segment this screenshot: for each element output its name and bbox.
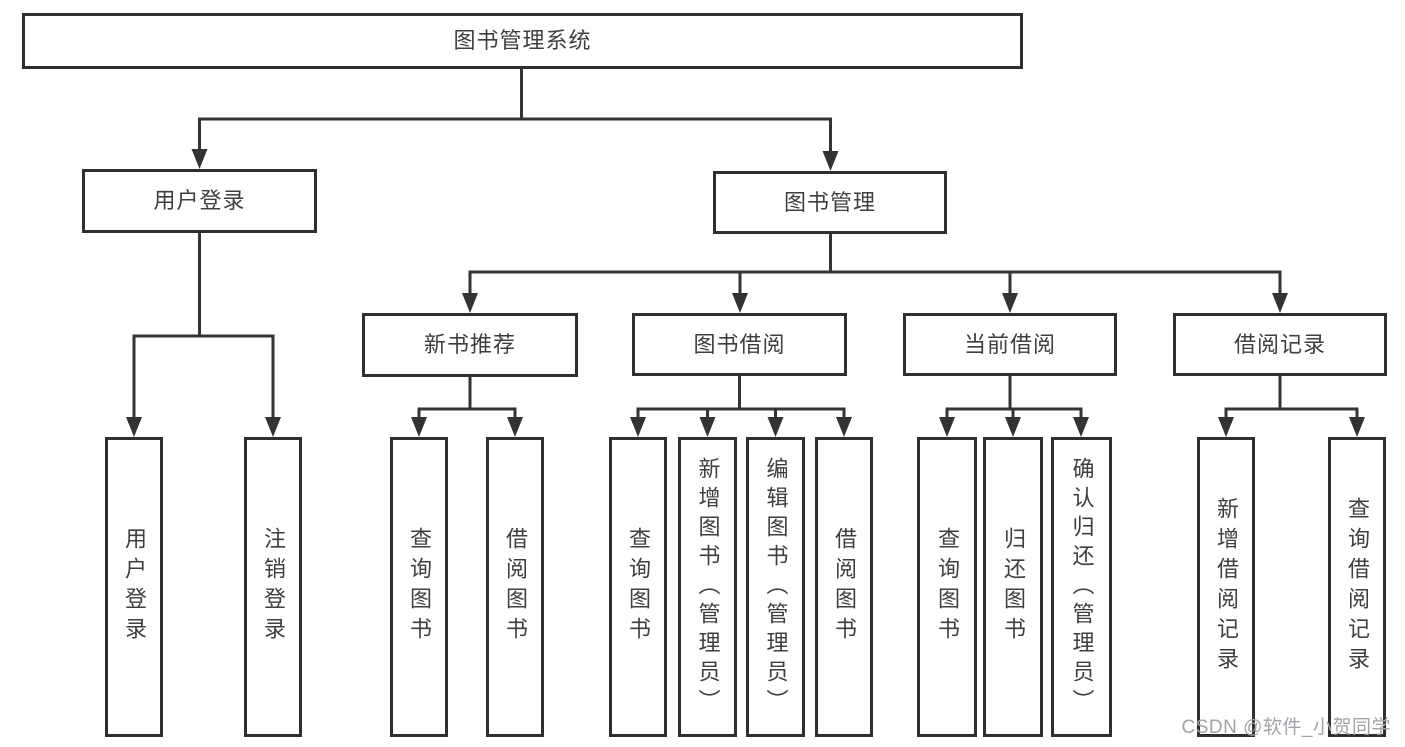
leaf-query-borrow-record-label: 查询借阅记录 <box>1345 497 1370 677</box>
leaf-add-book-admin-label: 新增图书（管理员） <box>695 456 721 718</box>
leaf-borrow-book-lend-label: 借阅图书 <box>832 527 857 647</box>
leaf-add-borrow-record-label: 新增借阅记录 <box>1214 497 1239 677</box>
node-borrow-record-label: 借阅记录 <box>1233 331 1326 357</box>
node-user-login: 用户登录 <box>82 169 317 233</box>
node-new-book-recommend: 新书推荐 <box>362 313 578 377</box>
node-new-book-recommend-label: 新书推荐 <box>423 332 516 357</box>
leaf-query-book-current-label: 查询图书 <box>935 527 960 647</box>
leaf-add-book-admin: 新增图书（管理员） <box>678 437 737 737</box>
leaf-borrow-book-recommend: 借阅图书 <box>486 437 544 737</box>
leaf-return-book-label: 归还图书 <box>1001 527 1026 647</box>
node-root-label: 图书管理系统 <box>453 28 592 53</box>
leaf-add-borrow-record: 新增借阅记录 <box>1197 437 1255 737</box>
leaf-return-book: 归还图书 <box>983 437 1043 737</box>
watermark: CSDN @软件_小贺同学 <box>1181 717 1391 738</box>
leaf-edit-book-admin-label: 编辑图书（管理员） <box>763 456 789 718</box>
leaf-logout: 注销登录 <box>244 437 302 737</box>
leaf-logout-label: 注销登录 <box>261 527 286 647</box>
leaf-query-borrow-record: 查询借阅记录 <box>1328 437 1386 737</box>
leaf-query-book-borrow-label: 查询图书 <box>626 527 651 647</box>
leaf-user-login: 用户登录 <box>105 437 163 737</box>
node-book-management: 图书管理 <box>713 171 947 234</box>
leaf-borrow-book-lend: 借阅图书 <box>815 437 873 737</box>
leaf-edit-book-admin: 编辑图书（管理员） <box>746 437 805 737</box>
node-user-login-label: 用户登录 <box>153 188 246 213</box>
leaf-confirm-return-admin: 确认归还（管理员） <box>1051 437 1112 737</box>
leaf-query-book-recommend: 查询图书 <box>390 437 448 737</box>
node-root: 图书管理系统 <box>22 13 1023 69</box>
node-book-borrow: 图书借阅 <box>632 313 847 376</box>
node-book-borrow-label: 图书借阅 <box>693 331 786 357</box>
node-borrow-record: 借阅记录 <box>1173 313 1387 376</box>
leaf-user-login-label: 用户登录 <box>122 527 147 647</box>
node-current-borrow: 当前借阅 <box>903 313 1117 376</box>
node-book-management-label: 图书管理 <box>783 189 876 215</box>
leaf-confirm-return-admin-label: 确认归还（管理员） <box>1069 456 1095 718</box>
leaf-borrow-book-recommend-label: 借阅图书 <box>503 527 528 647</box>
leaf-query-book-current: 查询图书 <box>917 437 977 737</box>
leaf-query-book-borrow: 查询图书 <box>609 437 667 737</box>
leaf-query-book-recommend-label: 查询图书 <box>407 527 432 647</box>
node-current-borrow-label: 当前借阅 <box>963 331 1056 357</box>
